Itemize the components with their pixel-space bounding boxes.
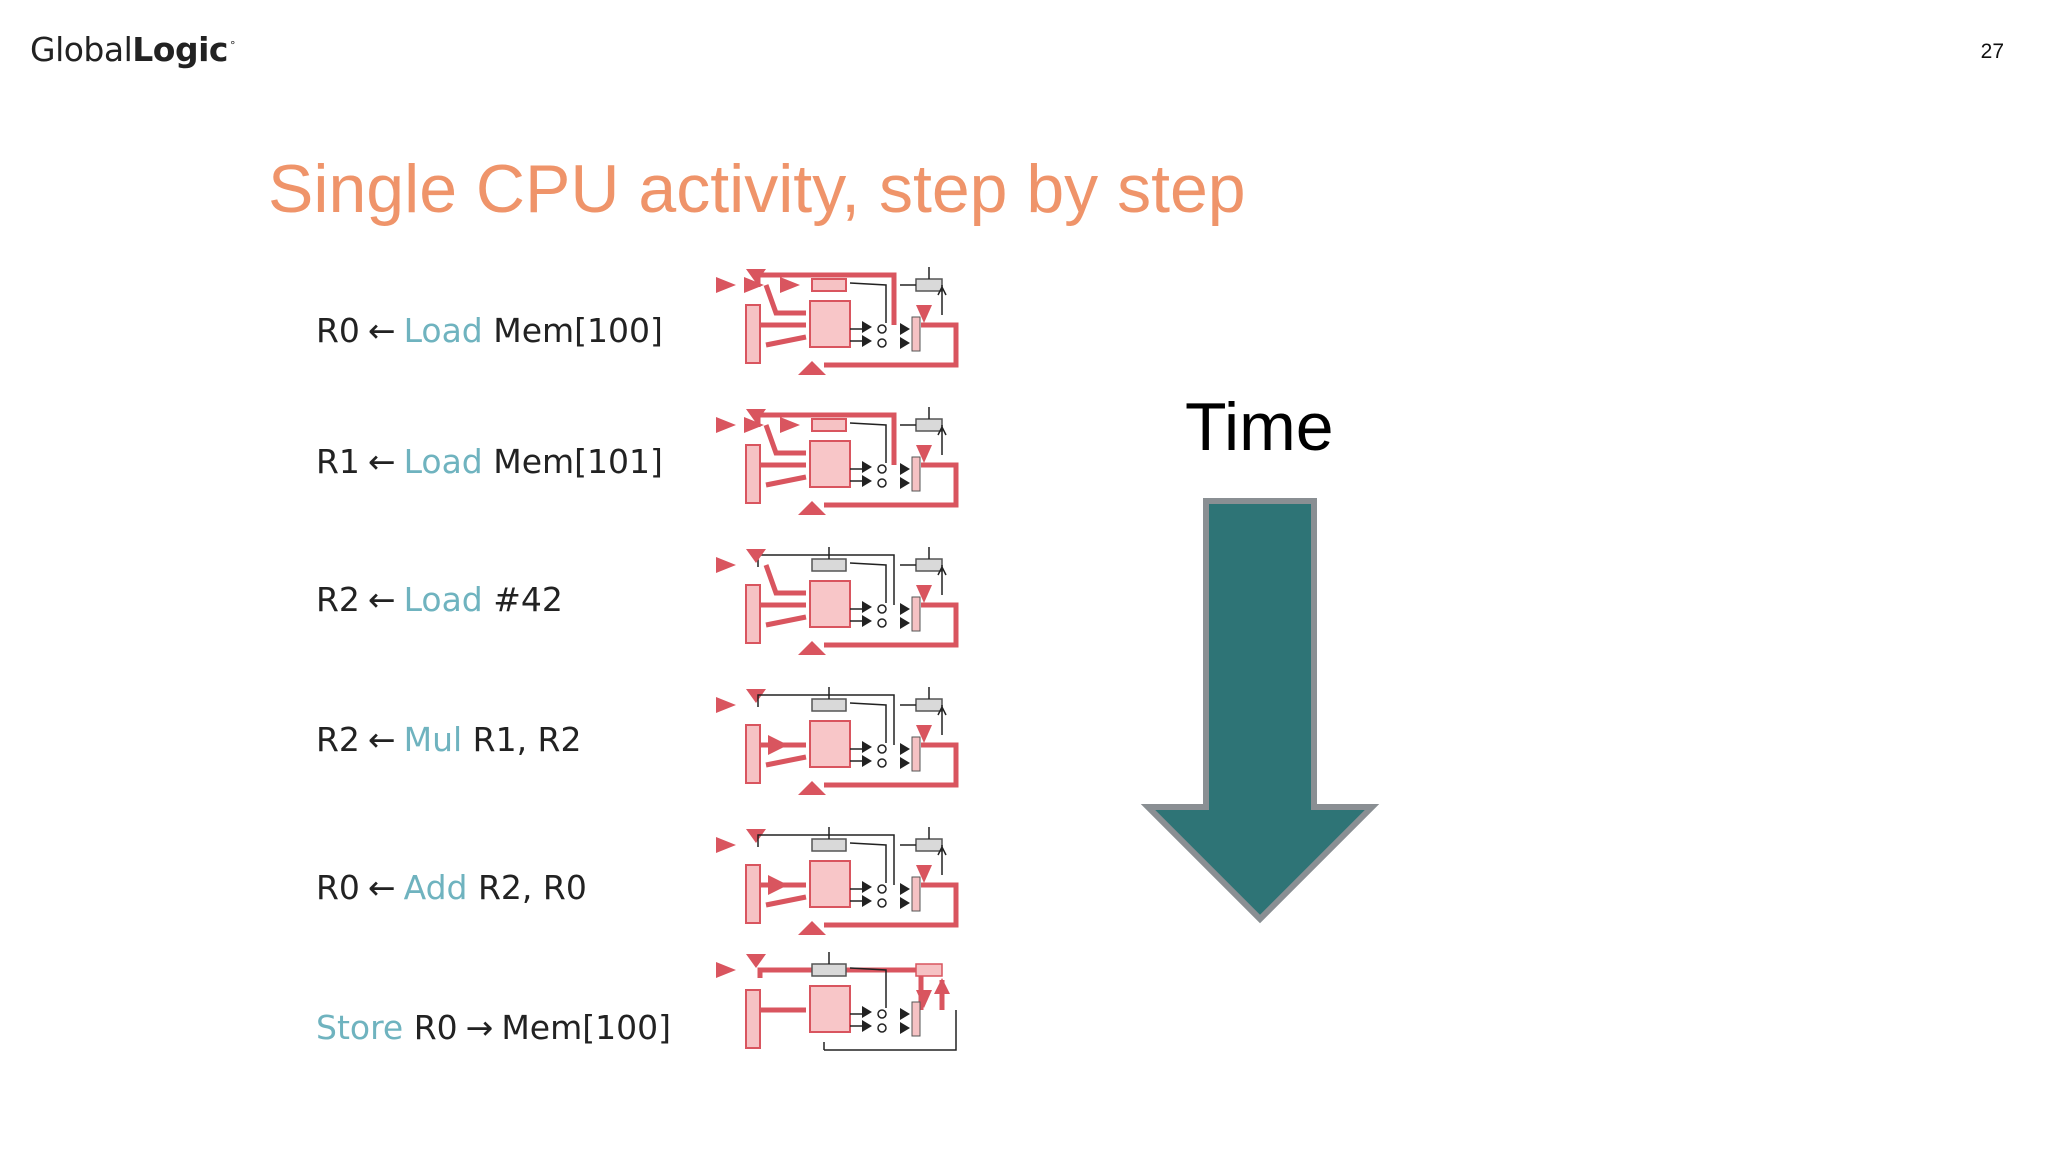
datapath-active-path <box>755 272 959 368</box>
instruction-step-2: R1←Load Mem[101] <box>316 437 663 487</box>
instruction-arrow: ← <box>367 720 396 759</box>
cpu-datapath-diagram <box>716 267 959 375</box>
instruction-step-4: R2←Mul R1, R2 <box>316 715 582 765</box>
instruction-opcode: Load <box>403 442 483 481</box>
slide-title: Single CPU activity, step by step <box>268 151 1246 227</box>
instruction-dest: R0 <box>316 311 360 350</box>
instruction-opcode: Mul <box>403 720 463 759</box>
instruction-opcode: Load <box>403 311 483 350</box>
instruction-opcode: Load <box>403 580 483 619</box>
datapath-registers <box>745 278 943 364</box>
datapath-wires <box>757 827 947 902</box>
instruction-dest: R2 <box>316 720 360 759</box>
instruction-step-3: R2←Load #42 <box>316 575 563 625</box>
instruction-source: R0 <box>413 1008 458 1047</box>
datapath-wires <box>849 407 947 482</box>
datapath-muxes <box>862 321 910 349</box>
logo-text-regular: Global <box>30 30 133 69</box>
instruction-operand: Mem[100] <box>501 1008 671 1047</box>
instruction-operand: R1, R2 <box>472 720 582 759</box>
instruction-step-6: Store R0→Mem[100] <box>316 1003 671 1053</box>
datapath-arrowheads <box>716 549 932 655</box>
instruction-step-1: R0←Load Mem[100] <box>316 306 663 356</box>
instruction-arrow: ← <box>367 580 396 619</box>
instruction-step-5: R0←Add R2, R0 <box>316 863 587 913</box>
datapath-muxes <box>862 741 910 769</box>
cpu-datapath-diagram <box>716 952 957 1051</box>
datapath-registers <box>745 963 943 1049</box>
instruction-dest: R0 <box>316 868 360 907</box>
datapath-registers <box>745 558 943 644</box>
datapath-wires <box>823 952 957 1051</box>
instruction-operand: R2, R0 <box>477 868 587 907</box>
datapath-muxes <box>862 461 910 489</box>
datapath-arrowheads <box>716 954 950 1008</box>
instruction-arrow: ← <box>367 868 396 907</box>
datapath-active-path <box>757 554 959 648</box>
datapath-active-path <box>760 742 959 788</box>
instruction-arrow: ← <box>367 311 396 350</box>
instruction-opcode: Add <box>403 868 468 907</box>
datapath-arrowheads <box>716 829 932 935</box>
time-down-arrow-icon <box>1140 498 1380 924</box>
datapath-muxes <box>862 1006 910 1034</box>
cpu-datapath-diagram <box>716 687 959 795</box>
instruction-dest: R2 <box>316 580 360 619</box>
datapath-registers <box>745 838 943 924</box>
datapath-active-path <box>760 882 959 928</box>
datapath-muxes <box>862 881 910 909</box>
instruction-operand: Mem[101] <box>493 442 663 481</box>
datapath-wires <box>828 547 947 622</box>
instruction-dest: R1 <box>316 442 360 481</box>
time-label: Time <box>1185 389 1334 465</box>
instruction-arrow: → <box>465 1008 494 1047</box>
page-number: 27 <box>1980 40 2004 63</box>
cpu-datapath-diagram <box>716 407 959 515</box>
datapath-active-path <box>755 412 959 508</box>
datapath-registers <box>745 418 943 504</box>
datapath-arrowheads <box>716 409 932 515</box>
cpu-datapath-diagram <box>716 547 959 655</box>
datapath-arrowheads <box>716 269 932 375</box>
instruction-opcode: Store <box>316 1008 404 1047</box>
datapath-wires <box>757 687 947 762</box>
datapath-arrowheads <box>716 689 932 795</box>
cpu-datapath-diagram <box>716 827 959 935</box>
datapath-wires <box>849 267 947 342</box>
globallogic-logo: GlobalLogic° <box>30 30 235 69</box>
instruction-operand: Mem[100] <box>493 311 663 350</box>
datapath-registers <box>745 698 943 784</box>
instruction-operand: #42 <box>493 580 563 619</box>
datapath-muxes <box>862 601 910 629</box>
logo-mark: ° <box>229 39 236 52</box>
logo-text-bold: Logic <box>132 30 228 69</box>
instruction-arrow: ← <box>367 442 396 481</box>
